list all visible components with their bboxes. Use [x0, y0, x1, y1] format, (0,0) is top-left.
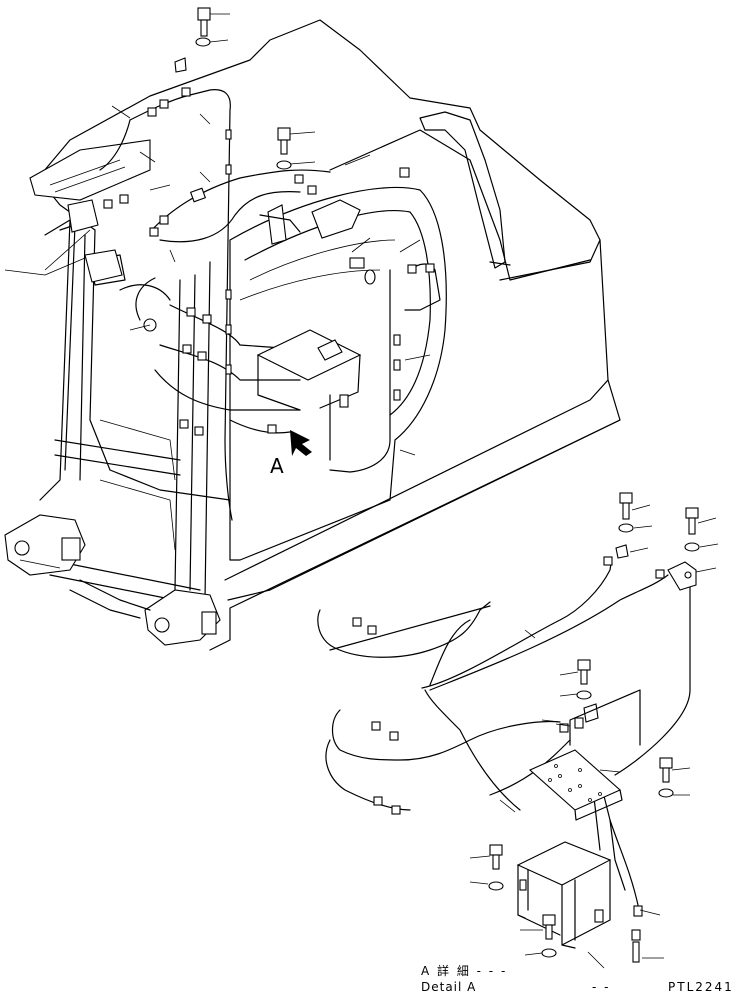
- controller-bracket: [256, 329, 362, 461]
- detail-dashes: - -: [592, 980, 611, 994]
- drawing-code: PTL2241: [668, 980, 734, 994]
- work-lamp: [259, 199, 361, 245]
- view-arrow: [290, 430, 312, 456]
- leader-lines-detail: [469, 504, 719, 969]
- detail-title-jp: A 詳 細 - - -: [421, 964, 508, 978]
- cab-assembly: [4, 19, 621, 651]
- detail-a-stand: [516, 841, 612, 949]
- fasteners-main: [143, 7, 376, 332]
- view-label: A: [270, 454, 284, 478]
- leader-lines-main: [4, 13, 431, 569]
- detail-a-harness: [317, 544, 697, 963]
- detail-title-en: Detail A: [421, 980, 477, 994]
- fasteners-detail: [488, 492, 700, 958]
- wiring-harness-main: [99, 87, 441, 521]
- detail-a-plate: [528, 689, 641, 821]
